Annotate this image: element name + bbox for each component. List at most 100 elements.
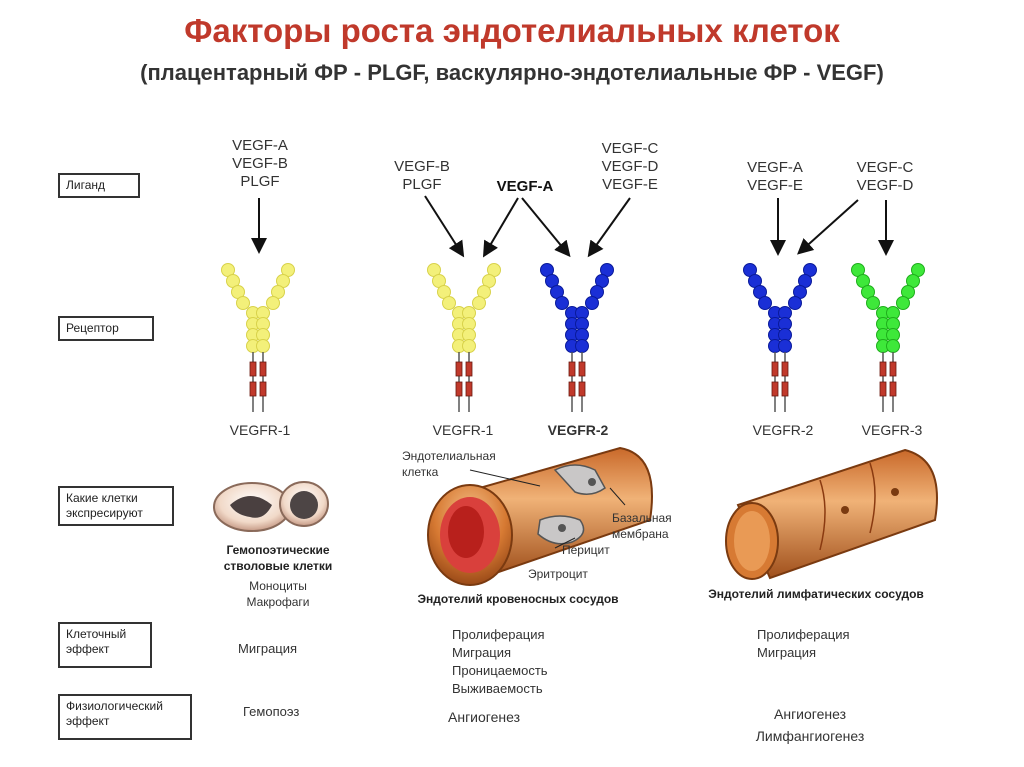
membrane-segment [771,361,779,377]
row-label-cells: Какие клетки экспресируют [58,486,174,526]
ligand-name: VEGF-B [232,155,288,172]
effect-item: Лимфангиогенез [755,728,865,744]
effect-item: Ангиогенез [774,706,846,722]
receptor [851,263,925,412]
receptor-domain [585,296,599,310]
receptor-domain [866,296,880,310]
arrow [424,195,465,258]
effect-item: Миграция [238,641,298,656]
membrane-segment [249,381,257,397]
effect-item: Выживаемость [452,681,543,696]
membrane-segment [259,381,267,397]
blood-vessel-label: Эндотелий кровеносных сосудов [417,592,619,606]
effect-item: Пролиферация [757,627,850,642]
lymph-vessel-label: Эндотелий лимфатических сосудов [708,587,924,601]
receptor-domain [266,296,280,310]
phys-effect-2: Ангиогенез [448,709,520,725]
membrane-segment [455,381,463,397]
effect-item: Проницаемость [452,663,548,678]
ligand-name: VEGF-D [601,158,659,175]
effect-item: Миграция [757,645,817,660]
arrows [251,195,894,258]
ligand-name: VEGF-A [232,137,288,154]
row-label-ligand: Лиганд [58,173,140,198]
receptor [427,263,501,412]
stem-cells-illustration [213,481,329,532]
receptor [221,263,295,412]
ligand-vegf-a-bold: VEGF-A [496,178,554,195]
ligand-name: VEGF-C [601,140,659,157]
ligand-name: VEGF-D [856,177,914,194]
arrow [521,197,571,258]
arrow [797,199,859,255]
receptor-domain [758,296,772,310]
ligand-name: VEGF-C [856,159,914,176]
receptor-domain [236,296,250,310]
receptor-domain [472,296,486,310]
receptor [540,263,614,412]
ligand-group-3: VEGF-C VEGF-D VEGF-E [585,140,675,194]
effect-item: Миграция [452,645,512,660]
receptor-domain [896,296,910,310]
blood-vessel-illustration [427,446,653,586]
receptor-domain [575,339,589,353]
receptor-domain [886,339,900,353]
cell-types-list: Моноциты Макрофаги [228,578,328,610]
cell-type: Макрофаги [246,595,310,609]
phys-effect-1: Гемопоэз [243,704,300,719]
basal-membrane-label: Базальная мембрана [612,511,672,541]
ligand-name: PLGF [240,173,280,190]
membrane-segment [578,381,586,397]
ligand-group-2: VEGF-B PLGF [382,158,462,194]
endothelial-cell-label: Эндотелиальная клетка [402,449,496,479]
receptor-domain [778,339,792,353]
page-title: Факторы роста эндотелиальных клеток [184,12,840,49]
membrane-segment [578,361,586,377]
receptor-label-4: VEGFR-2 [752,422,814,438]
stem-cells-label: Гемопоэтические стволовые клетки [223,543,333,573]
ligand-name: VEGF-B [394,158,450,175]
page-subtitle: (плацентарный ФР - PLGF, васкулярно-эндо… [140,60,884,85]
membrane-segment [465,381,473,397]
membrane-segment [771,381,779,397]
receptor-label-1: VEGFR-1 [229,422,291,438]
arrow [482,197,519,258]
receptor-domain [256,339,270,353]
ligand-name: VEGF-E [747,177,803,194]
cell-effect-2: Пролиферация Миграция Проницаемость Выжи… [452,626,582,698]
row-label-receptor: Рецептор [58,316,154,341]
membrane-segment [781,361,789,377]
ligand-name: PLGF [402,176,442,193]
effect-item: Пролиферация [452,627,545,642]
ligand-name: VEGF-A [747,159,803,176]
arrow [587,197,631,258]
row-label-phys-effect: Физиологический эффект [58,694,192,740]
lymph-vessel-illustration [725,448,938,580]
receptor-label-2: VEGFR-1 [432,422,494,438]
ligand-group-5: VEGF-C VEGF-D [845,159,925,195]
ligand-name: VEGF-E [602,176,658,193]
phys-effect-3: Ангиогенез Лимфангиогенез [735,703,885,747]
receptor-label-5: VEGFR-3 [861,422,923,438]
membrane-segment [568,381,576,397]
membrane-segment [879,361,887,377]
ligand-group-1: VEGF-A VEGF-B PLGF [205,137,315,191]
receptor-domain [462,339,476,353]
receptor-label-3: VEGFR-2 [547,422,609,438]
receptor [743,263,817,412]
cell-effect-3: Пролиферация Миграция [757,626,887,662]
receptor-domain [442,296,456,310]
cell-type: Моноциты [249,579,307,593]
receptor-layer [221,263,925,412]
row-label-cell-effect: Клеточный эффект [58,622,152,668]
ligand-group-4: VEGF-A VEGF-E [735,159,815,195]
membrane-segment [568,361,576,377]
membrane-segment [249,361,257,377]
erythrocyte-label: Эритроцит [528,567,588,581]
membrane-segment [259,361,267,377]
membrane-segment [889,361,897,377]
membrane-segment [781,381,789,397]
membrane-segment [889,381,897,397]
membrane-segment [879,381,887,397]
